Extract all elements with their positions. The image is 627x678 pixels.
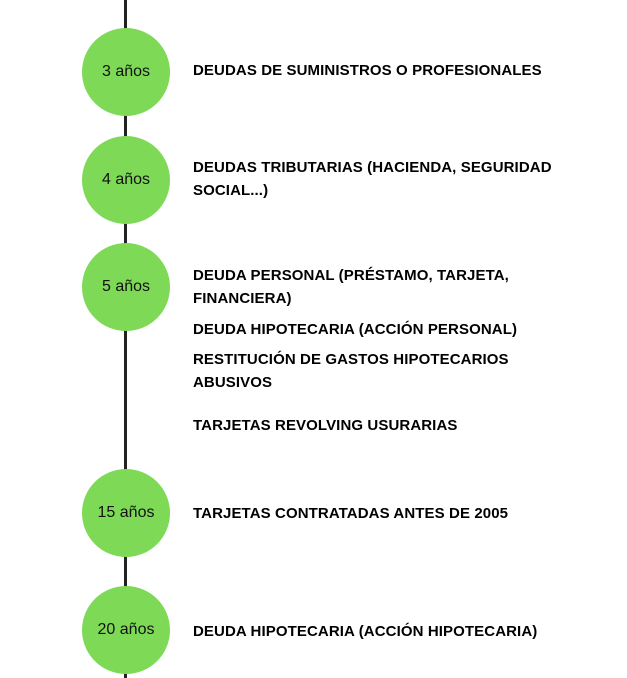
period-label: 15 años	[97, 504, 155, 521]
period-node-3: 3 años	[82, 28, 170, 116]
period-node-5: 5 años	[82, 243, 170, 331]
period-label: 3 años	[101, 63, 151, 80]
timeline-item: DEUDAS TRIBUTARIAS (HACIENDA, SEGURIDAD …	[193, 159, 552, 199]
period-node-15: 15 años	[82, 469, 170, 557]
timeline-item: DEUDAS DE SUMINISTROS O PROFESIONALES	[193, 62, 542, 79]
timeline-item: TARJETAS CONTRATADAS ANTES DE 2005	[193, 505, 509, 522]
timeline-item: TARJETAS REVOLVING USURARIAS	[193, 417, 458, 434]
period-label: 5 años	[101, 278, 151, 295]
period-node-4: 4 años	[82, 136, 170, 224]
timeline-item: RESTITUCIÓN DE GASTOS HIPOTECARIOS ABUSI…	[193, 351, 509, 391]
period-label: 4 años	[101, 171, 151, 188]
period-node-20: 20 años	[82, 586, 170, 674]
timeline-item: DEUDA HIPOTECARIA (ACCIÓN HIPOTECARIA)	[193, 623, 538, 640]
timeline-item: DEUDA PERSONAL (PRÉSTAMO, TARJETA, FINAN…	[193, 267, 509, 307]
period-label: 20 años	[97, 621, 155, 638]
timeline-axis	[124, 0, 127, 678]
timeline-item: DEUDA HIPOTECARIA (ACCIÓN PERSONAL)	[193, 321, 518, 338]
